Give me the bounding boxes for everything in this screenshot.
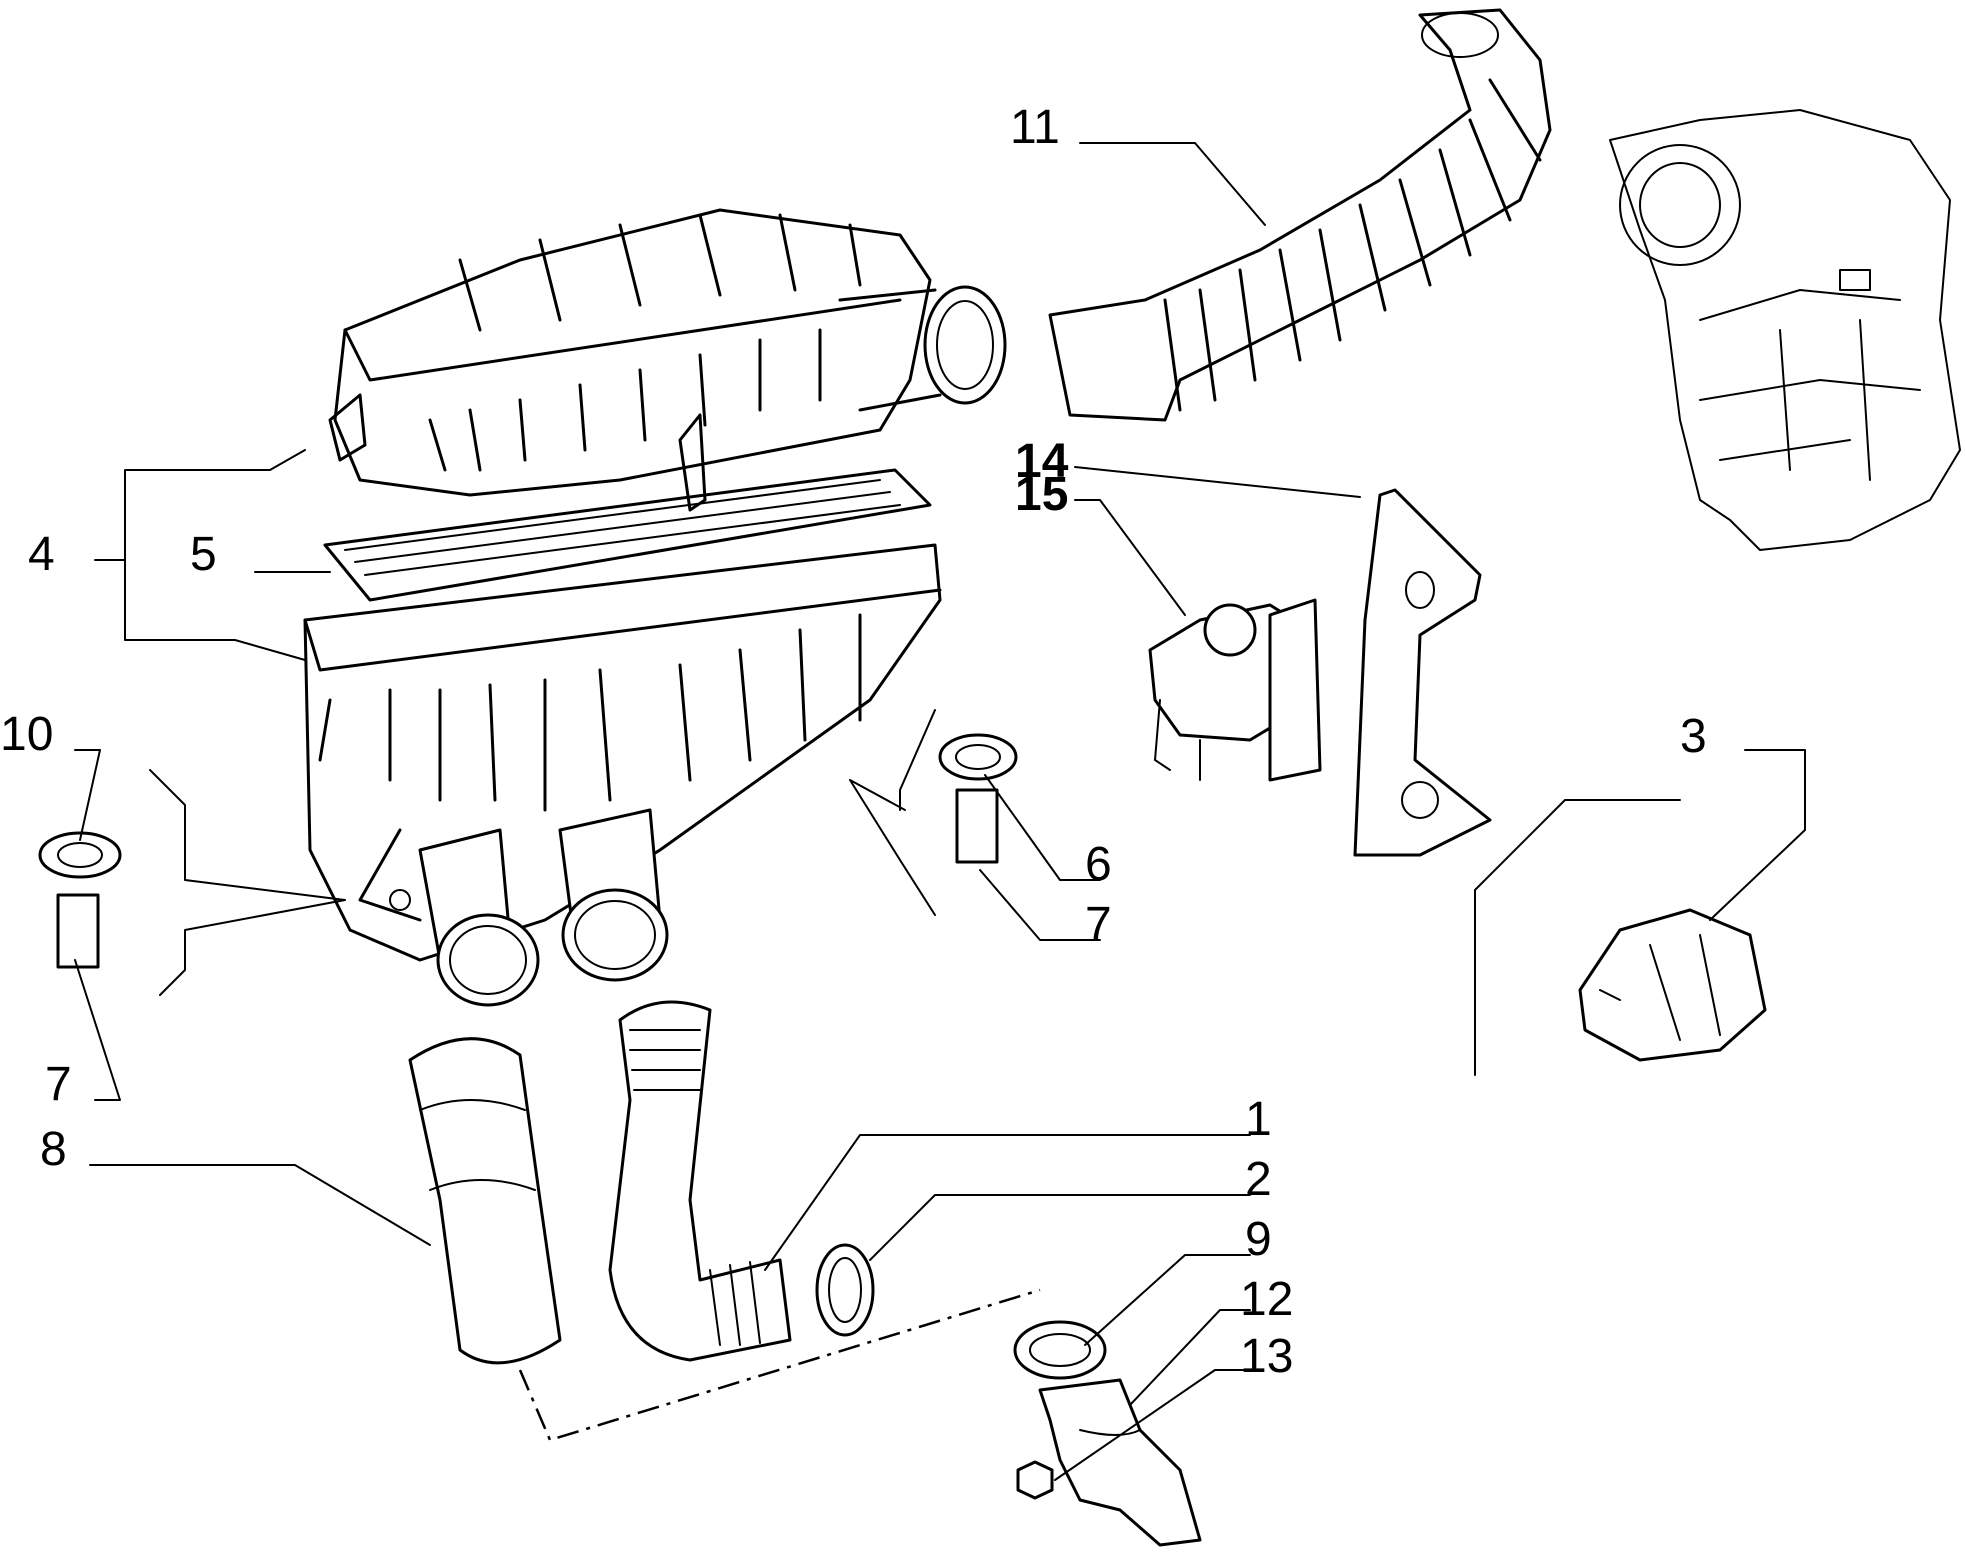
- straight-duct: [408, 1037, 562, 1365]
- bracket-plate: [1353, 488, 1492, 857]
- callout-15: 15: [1015, 468, 1068, 521]
- callout-10: 10: [0, 708, 53, 761]
- callout-14: 14: [1015, 435, 1069, 488]
- callout-2: 2: [1245, 1153, 1272, 1206]
- callout-6: 6: [1085, 838, 1112, 891]
- grommets-spacers: [38, 733, 1018, 969]
- callout-7-left: 7: [45, 1058, 72, 1111]
- bottom-elbow: [1016, 1378, 1202, 1547]
- clip: [1578, 908, 1767, 1062]
- callout-11: 11: [1010, 101, 1060, 154]
- air-filter-housing: [303, 208, 1007, 1007]
- callout-4: 4: [28, 528, 55, 581]
- callout-5: 5: [190, 528, 217, 581]
- elbow-duct: [608, 1000, 792, 1362]
- leader-lines: [74, 142, 1806, 1481]
- callout-numbers: 1 2 3 4 5 6 7 7 8 9 10 11 12 13 14 15: [0, 101, 1707, 1383]
- intake-hose: [1048, 8, 1552, 422]
- callout-1: 1: [1245, 1093, 1272, 1146]
- callout-9: 9: [1245, 1213, 1272, 1266]
- hose-clamps: [815, 1243, 1107, 1380]
- engine-throttle-body: [1609, 109, 1961, 551]
- callout-8: 8: [40, 1123, 67, 1176]
- callout-7-right: 7: [1085, 898, 1112, 951]
- callout-13: 13: [1240, 1330, 1293, 1383]
- callout-3: 3: [1680, 710, 1707, 763]
- callout-12: 12: [1240, 1273, 1293, 1326]
- valve-actuator: [1148, 598, 1322, 782]
